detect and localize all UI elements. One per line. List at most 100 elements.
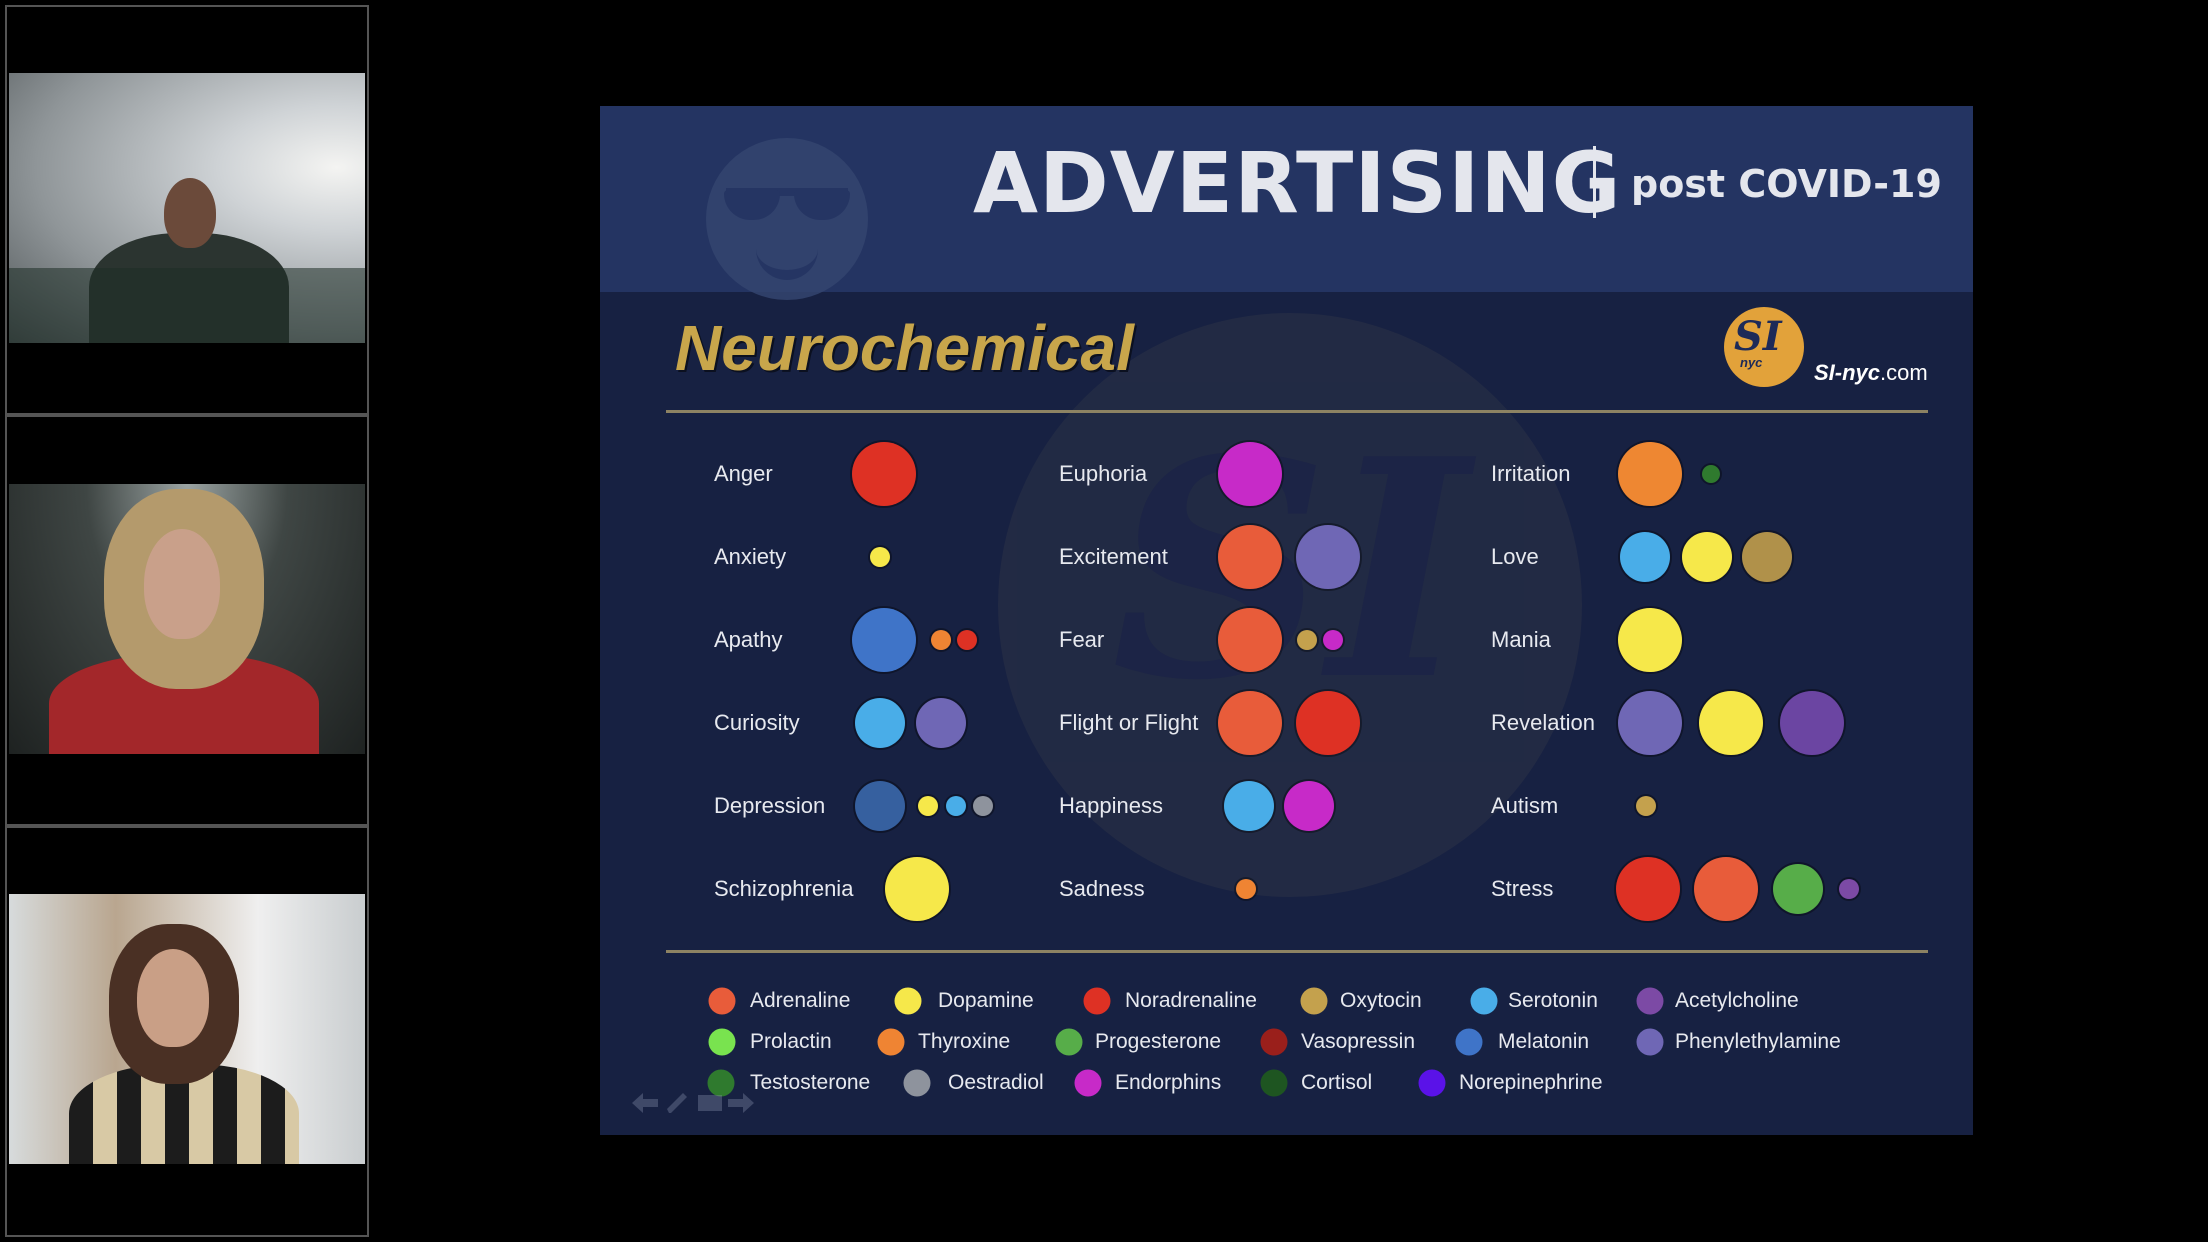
legend-dot-oxytocin <box>1300 987 1328 1015</box>
legend-label: Melatonin <box>1498 1030 1590 1053</box>
participant-video-1 <box>9 73 365 343</box>
emotion-label: Mania <box>1491 627 1551 652</box>
chemical-dot-phenylethylamine <box>1296 525 1360 589</box>
arrow-right-icon[interactable] <box>728 1092 754 1114</box>
chemical-dot-serotonin <box>1224 781 1274 831</box>
title-separator <box>1593 146 1596 218</box>
chemical-dot-revelation-purple <box>1780 691 1844 755</box>
chemical-dot-oxytocin <box>1297 630 1317 650</box>
legend-label: Endorphins <box>1115 1071 1222 1094</box>
chemical-dot-dopamine <box>870 547 890 567</box>
emotion-label: Euphoria <box>1059 461 1148 486</box>
emotion-label: Revelation <box>1491 710 1595 735</box>
top-divider <box>666 410 1928 413</box>
chemical-dot-phenylethylamine <box>1618 691 1682 755</box>
legend-label: Noradrenaline <box>1125 989 1257 1012</box>
chemical-dot-adrenaline <box>1694 857 1758 921</box>
legend-dot-dopamine <box>894 987 922 1015</box>
slides-grid-icon[interactable] <box>697 1092 723 1114</box>
chemical-dot-depression-blue <box>855 781 905 831</box>
legend-label: Adrenaline <box>750 989 851 1012</box>
participant-tile-3[interactable] <box>5 826 369 1237</box>
emotion-label: Stress <box>1491 876 1554 901</box>
legend-label: Phenylethylamine <box>1675 1030 1841 1053</box>
emotion-label: Excitement <box>1059 544 1168 569</box>
pencil-icon[interactable] <box>665 1092 691 1114</box>
legend-label: Acetylcholine <box>1675 989 1799 1012</box>
chemical-dot-dopamine <box>885 857 949 921</box>
chemical-dot-endorphins <box>1323 630 1343 650</box>
si-nyc-logo-icon: SI nyc <box>1724 307 1804 387</box>
emotion-label: Anxiety <box>714 544 787 569</box>
chemical-dot-oxytocin <box>1636 796 1656 816</box>
legend-dot-oestradiol <box>903 1069 931 1097</box>
chemical-dot-endorphins <box>1284 781 1334 831</box>
site-url: SI-nyc.com <box>1814 360 1928 385</box>
chemical-dot-testosterone <box>1702 465 1720 483</box>
chemical-dot-serotonin <box>946 796 966 816</box>
chemical-dot-dopamine <box>918 796 938 816</box>
couch <box>9 268 365 343</box>
chemical-dot-serotonin <box>855 698 905 748</box>
chemical-dot-acetylcholine <box>1839 879 1859 899</box>
legend-label: Prolactin <box>750 1030 832 1053</box>
emotion-label: Curiosity <box>714 710 800 735</box>
chemical-dot-noradrenaline <box>957 630 977 650</box>
participant-tile-1[interactable] <box>5 5 369 415</box>
legend-dot-phenylethylamine <box>1636 1028 1664 1056</box>
person-head <box>137 949 209 1047</box>
bottom-divider <box>666 950 1928 953</box>
legend-label: Progesterone <box>1095 1030 1222 1053</box>
emotion-label: Happiness <box>1059 793 1163 818</box>
emotion-label: Love <box>1491 544 1539 569</box>
person-head <box>144 529 220 639</box>
legend-dot-testosterone <box>707 1069 735 1097</box>
emotion-label: Depression <box>714 793 826 818</box>
chemical-dot-noradrenaline <box>1616 857 1680 921</box>
legend-label: Oxytocin <box>1340 989 1422 1012</box>
section-title: Neurochemical <box>675 312 1134 384</box>
legend-dot-norepinephrine <box>1418 1069 1446 1097</box>
legend-dot-progesterone <box>1055 1028 1083 1056</box>
emotion-label: Autism <box>1491 793 1559 818</box>
legend-label: Cortisol <box>1301 1071 1373 1094</box>
emotion-label: Schizophrenia <box>714 876 854 901</box>
legend-label: Norepinephrine <box>1459 1071 1603 1094</box>
arrow-left-icon[interactable] <box>632 1092 658 1114</box>
legend-dot-prolactin <box>708 1028 736 1056</box>
chemical-dot-endorphins <box>1218 442 1282 506</box>
chemical-dot-serotonin <box>1620 532 1670 582</box>
legend-label: Oestradiol <box>948 1071 1044 1094</box>
legend-dot-vasopressin <box>1260 1028 1288 1056</box>
shared-slide: ADVERTISING post COVID-19 SI Neurochemic… <box>600 106 1973 1135</box>
emotion-label: Sadness <box>1059 876 1145 901</box>
chemical-dot-dopamine <box>1699 691 1763 755</box>
slide-subtitle: post COVID-19 <box>1631 162 1942 206</box>
legend-dot-adrenaline <box>708 987 736 1015</box>
chemical-dot-dopamine <box>1618 608 1682 672</box>
slide-header: ADVERTISING post COVID-19 <box>600 106 1973 300</box>
legend-label: Vasopressin <box>1301 1030 1416 1053</box>
emotion-label: Irritation <box>1491 461 1571 486</box>
emotion-label: Flight or Flight <box>1059 710 1199 735</box>
chemical-dot-phenylethylamine <box>916 698 966 748</box>
chemical-dot-thyroxine <box>931 630 951 650</box>
legend-label: Testosterone <box>750 1071 871 1094</box>
legend-dot-acetylcholine <box>1636 987 1664 1015</box>
person-head <box>164 178 216 248</box>
sunglasses-emoji-icon <box>706 138 868 300</box>
participant-tile-2[interactable] <box>5 415 369 826</box>
legend-dot-melatonin <box>1455 1028 1483 1056</box>
participant-video-2 <box>9 484 365 754</box>
chemical-dot-oestradiol <box>973 796 993 816</box>
participant-video-3 <box>9 894 365 1164</box>
legend-dot-thyroxine <box>877 1028 905 1056</box>
chemical-dot-adrenaline <box>1218 691 1282 755</box>
emotion-label: Anger <box>714 461 773 486</box>
legend-label: Thyroxine <box>918 1030 1011 1053</box>
legend-dot-endorphins <box>1074 1069 1102 1097</box>
emotion-label: Fear <box>1059 627 1105 652</box>
chemical-dot-irritation-orange <box>1618 442 1682 506</box>
emotion-label: Apathy <box>714 627 783 652</box>
legend-label: Dopamine <box>938 989 1034 1012</box>
